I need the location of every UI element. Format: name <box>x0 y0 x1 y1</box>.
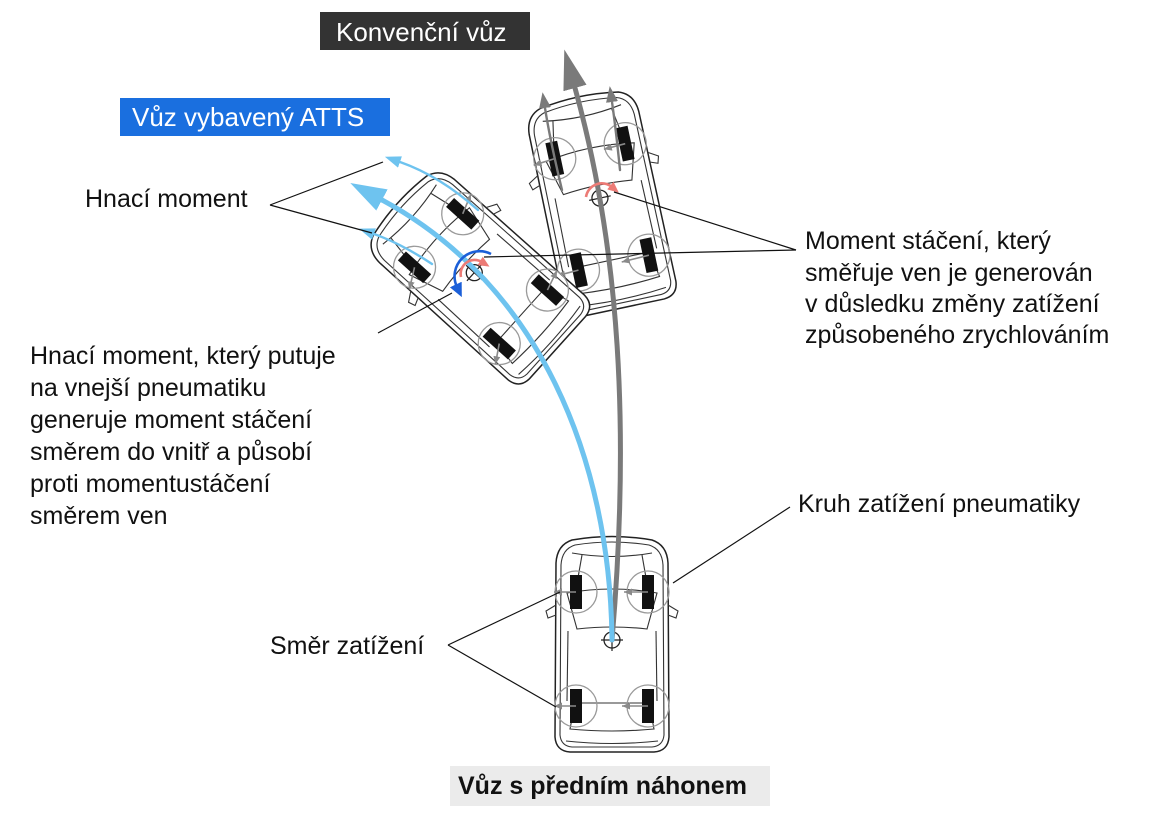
leader-drive-torque-upper <box>269 161 384 206</box>
drive-torque-label: Hnací moment <box>85 185 248 213</box>
atts-label: Vůz vybavený ATTS <box>132 102 364 132</box>
load-direction-arrow <box>407 267 416 290</box>
caption-background <box>450 766 770 806</box>
outward-yaw-moment-text: Moment stáčení, který směřuje ven je gen… <box>805 227 1109 349</box>
outward-yaw-moment-arc-conventional <box>584 181 619 198</box>
leader-tire-load-circle <box>672 506 791 584</box>
conventional-thin-arrow-left <box>539 92 564 192</box>
front-drive-car <box>545 535 679 753</box>
load-direction-arrow <box>493 343 501 365</box>
outward-yaw-moment-line: Moment stáčení, který <box>805 227 1051 255</box>
outward-yaw-moment-line: způsobeného zrychlováním <box>805 321 1109 349</box>
outward-yaw-moment-line: v důsledku změny zatížení <box>805 290 1100 318</box>
caption: Vůz s předním náhonem <box>458 772 747 800</box>
load-direction-arrow <box>461 193 472 215</box>
load-direction-arrow <box>533 157 556 167</box>
leader-drive-torque-explanation <box>377 292 453 334</box>
atts-trajectory-arrow <box>350 182 615 643</box>
front-drive-car-body <box>545 535 679 753</box>
conventional-thin-arrow-right <box>606 86 622 172</box>
atts-car <box>352 153 603 398</box>
atts-thin-arrow-upper <box>384 156 480 212</box>
atts-thin-arrow-lower <box>358 228 434 266</box>
leader-outward-moment-atts <box>483 249 797 258</box>
conventional-label: Konvenční vůz <box>336 17 507 47</box>
load-direction-arrow <box>546 270 558 291</box>
outward-yaw-moment-arc-atts <box>459 256 490 278</box>
load-direction-arrow <box>603 142 626 151</box>
drive-torque-explanation-line: směrem do vnitř a působí <box>30 438 312 466</box>
drive-torque-explanation-line: Hnací moment, který putuje <box>30 342 336 370</box>
drive-torque-explanation-line: na vnejší pneumatiku <box>30 374 266 402</box>
atts-label-box <box>120 98 390 136</box>
drive-torque-explanation-line: generuje moment stáčení <box>30 406 312 434</box>
leader-drive-torque-lower <box>269 204 373 234</box>
drive-torque-explanation-text: Hnací moment, který putuje na vnejší pne… <box>30 342 336 530</box>
drive-torque-explanation-line: proti momentustáčení <box>30 470 270 498</box>
tire-load-circle-label: Kruh zatížení pneumatiky <box>798 490 1081 518</box>
leader-load-direction-rear <box>447 644 557 708</box>
conventional-label-box <box>320 12 530 50</box>
leader-load-direction-front <box>447 591 561 646</box>
drive-torque-explanation-line: směrem ven <box>30 502 168 530</box>
leader-outward-moment-conventional <box>613 191 797 251</box>
outward-yaw-moment-line: směřuje ven je generován <box>805 259 1093 287</box>
inward-yaw-moment-arc-atts <box>449 249 492 298</box>
load-direction-label: Směr zatížení <box>270 632 424 660</box>
conventional-trajectory-arrow <box>563 49 623 643</box>
load-direction-arrow <box>621 254 650 264</box>
